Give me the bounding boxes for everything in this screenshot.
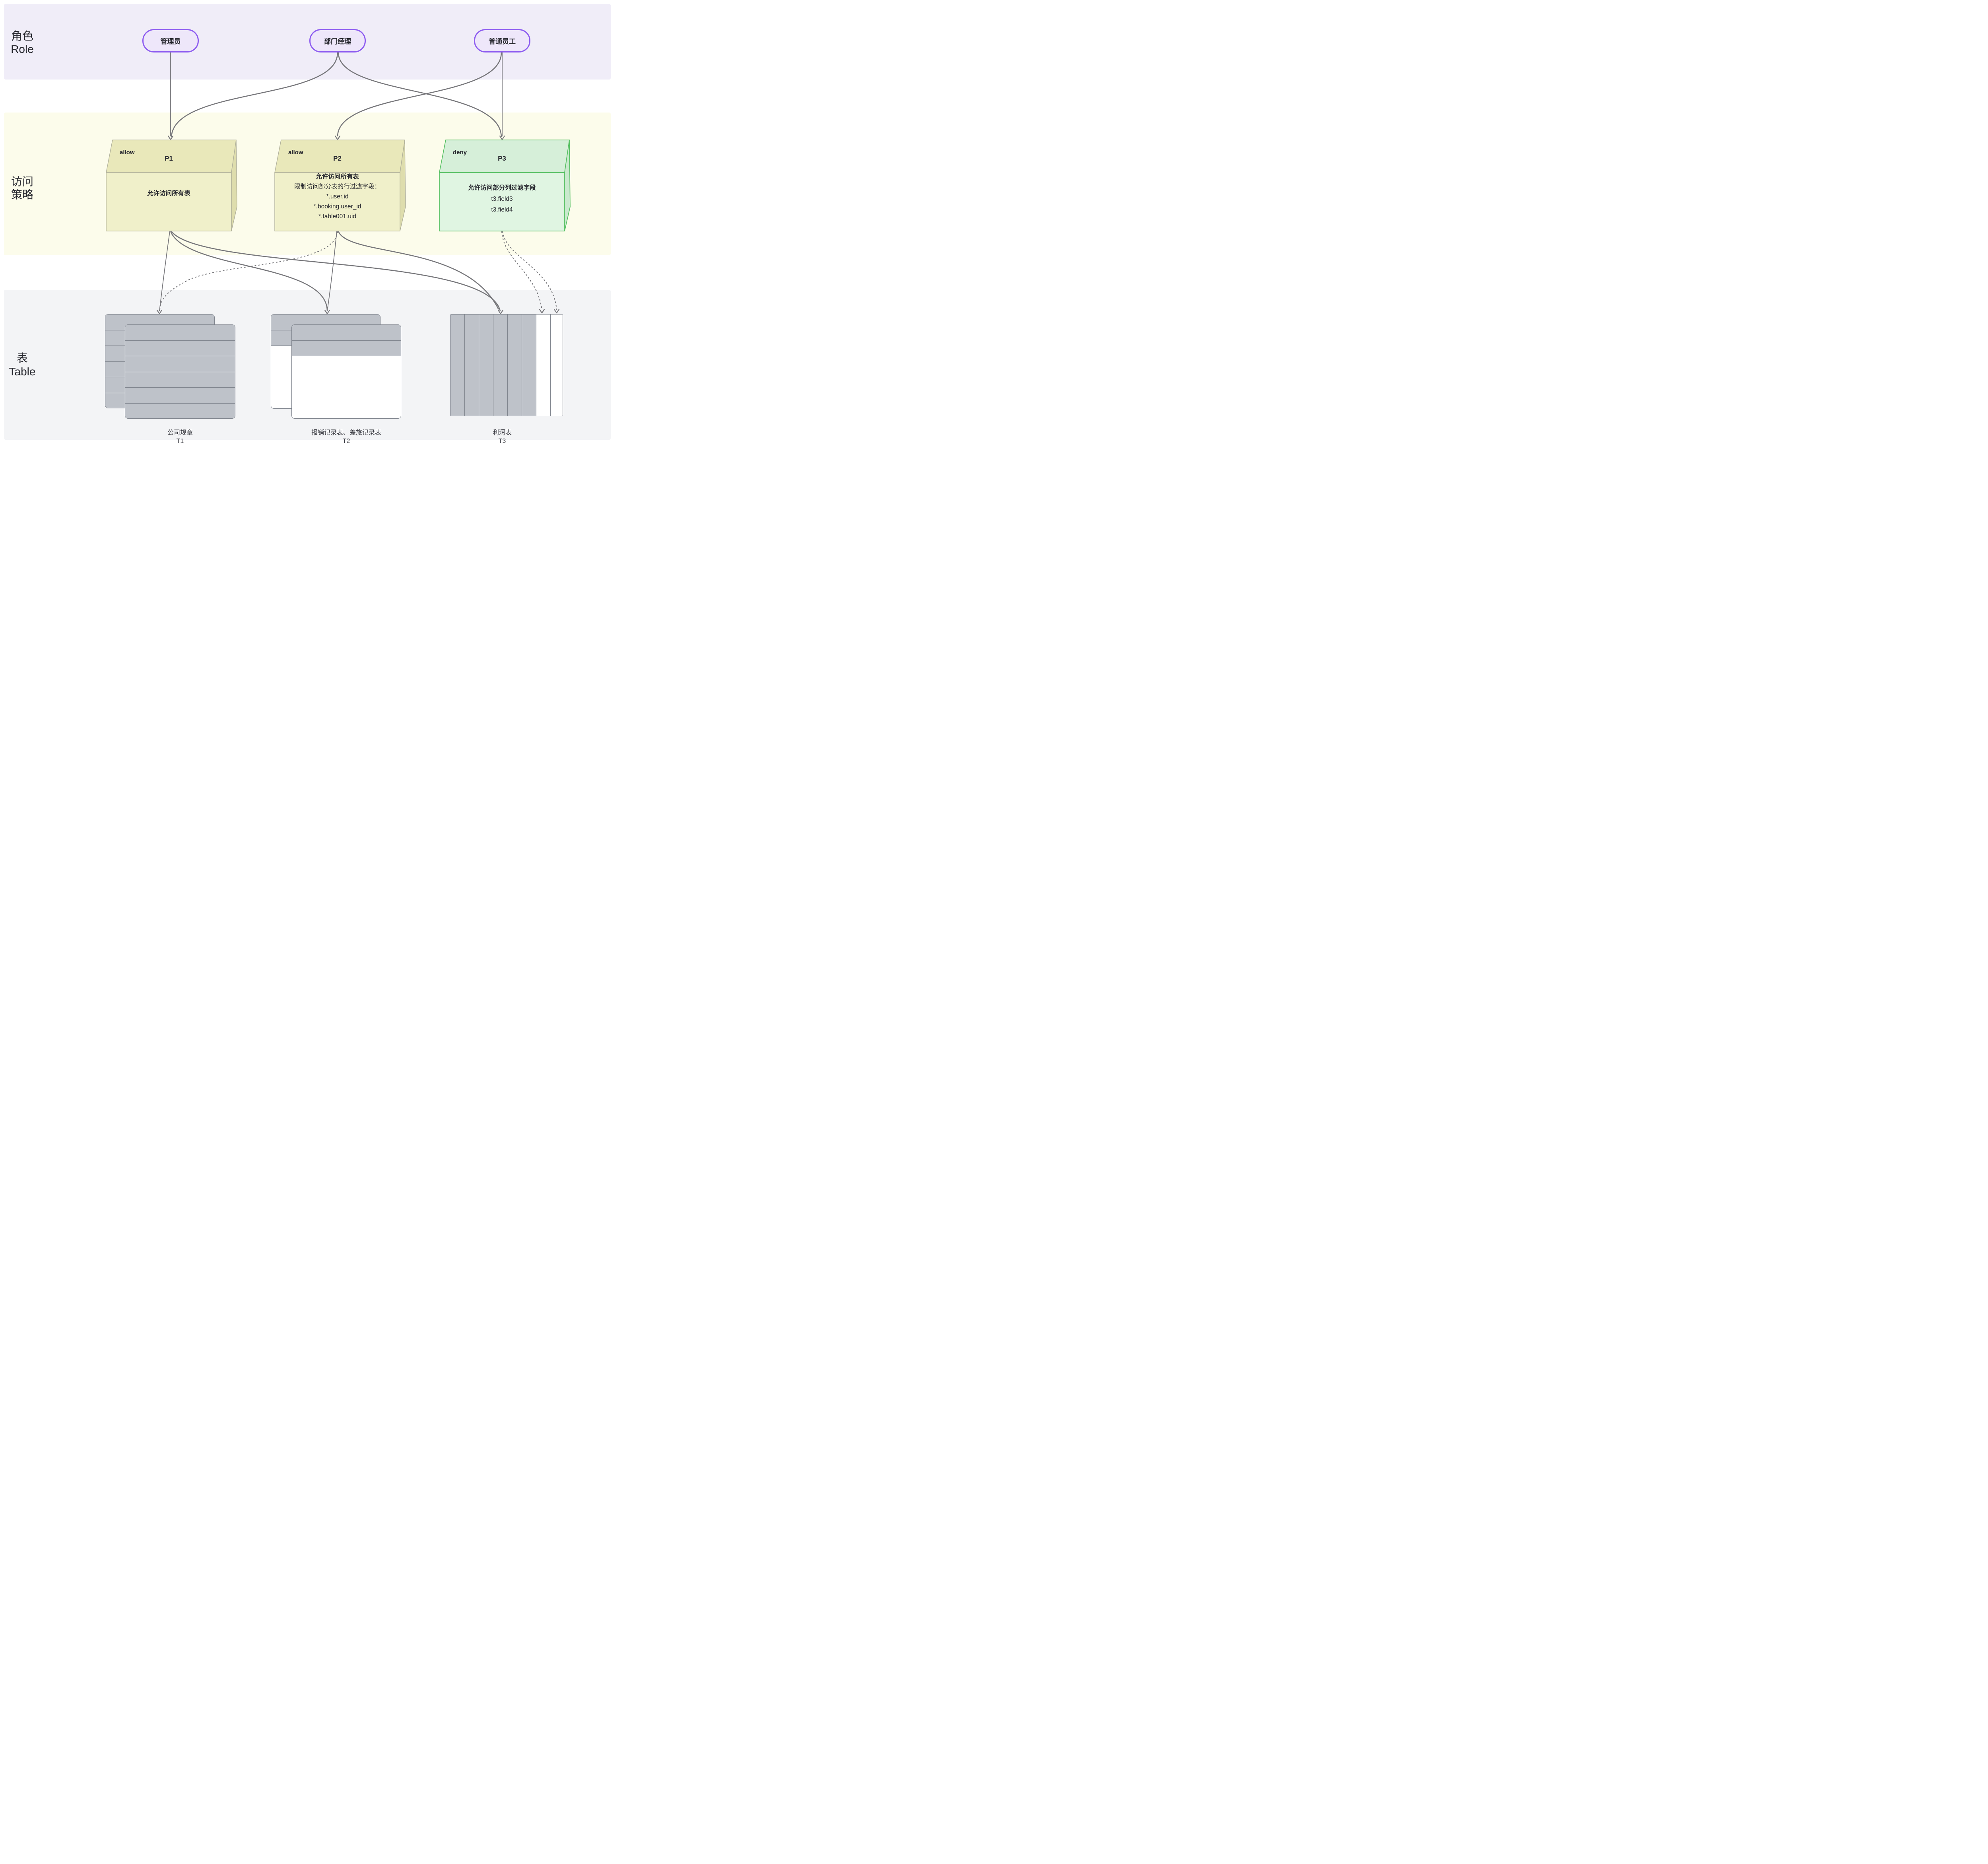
p3-front-face (439, 172, 565, 231)
table-column (465, 315, 479, 416)
lane-label-table-en: Table (9, 365, 36, 378)
edge-lines (159, 52, 557, 311)
table-row (292, 356, 401, 418)
p3-body-line1: 允许访问部分列过滤字段 (468, 184, 536, 192)
arrowhead-p3 (499, 135, 505, 140)
lane-label-table-zh: 表 (16, 352, 28, 364)
t3-caption-name: 利润表 (492, 429, 512, 436)
edge-p1-to-t1 (159, 231, 170, 311)
t3-caption-code: T3 (498, 438, 506, 443)
edge-p3-to-t3-col8-dotted (502, 231, 557, 311)
table-row (125, 325, 235, 341)
t2-caption-name: 报销记录表、差旅记录表 (311, 429, 381, 436)
p2-name: P2 (333, 155, 342, 162)
role-node-employee: 普通员工 (474, 29, 530, 52)
t2-caption: 报销记录表、差旅记录表 T2 (263, 429, 430, 443)
table-column-white (536, 315, 551, 416)
table-column (522, 315, 536, 416)
p1-front-face (106, 172, 232, 231)
edges-and-shapes-layer (106, 52, 571, 315)
lane-label-role-en: Role (11, 43, 34, 55)
p1-body-line1: 允许访问所有表 (147, 190, 190, 197)
p3-effect-tag: deny (453, 149, 467, 156)
table-column (479, 315, 493, 416)
t3-caption: 利润表 T3 (419, 429, 586, 443)
t2-front-card (291, 324, 401, 419)
role-label-dept-manager: 部门经理 (324, 38, 351, 45)
arrowheads (156, 135, 560, 315)
table-row (292, 325, 401, 341)
arrowhead-t3-dotted-1 (539, 309, 545, 314)
t1-caption-name: 公司规章 (167, 429, 193, 436)
table-column (450, 315, 465, 416)
t1-caption: 公司规章 T1 (97, 429, 264, 443)
table-row (125, 372, 235, 388)
policy-box-p1 (106, 140, 237, 231)
lane-label-policy-zh1: 访问 (11, 175, 33, 188)
table-row (125, 403, 235, 418)
table-column (493, 315, 508, 416)
t1-caption-code: T1 (176, 438, 184, 443)
t3-table (450, 314, 563, 416)
edge-p2-to-t1-dotted (159, 231, 338, 310)
arrowhead-t3-dotted-2 (553, 309, 560, 314)
lane-label-table: 表 Table (5, 351, 40, 379)
policy-box-p2 (274, 140, 406, 231)
role-label-employee: 普通员工 (489, 38, 516, 45)
p2-body: 允许访问所有表 限制访问部分表的行过滤字段： *.user.id *.booki… (272, 167, 403, 226)
edge-p2-to-t3 (338, 231, 499, 310)
p2-body-line3: *.user.id (326, 193, 349, 200)
table-row (125, 388, 235, 404)
policy-box-p3 (439, 140, 571, 231)
edge-deptmgr-to-p3 (338, 52, 502, 138)
arrowhead-t3-solid (497, 309, 504, 315)
lane-label-policy-zh2: 策略 (11, 188, 33, 201)
role-node-admin: 管理员 (142, 29, 199, 52)
arrowhead-t1 (156, 309, 163, 315)
lane-label-role: 角色 Role (5, 29, 40, 56)
p2-body-line5: *.table001.uid (318, 213, 356, 220)
table-row (292, 340, 401, 356)
t1-front-card (125, 324, 235, 419)
p3-body-line2: t3.field3 (491, 195, 513, 202)
edge-p3-to-t3-col7-dotted (501, 231, 542, 311)
arrowhead-t2 (324, 309, 330, 315)
t2-caption-code: T2 (342, 438, 350, 443)
p2-body-line2: 限制访问部分表的行过滤字段： (294, 183, 381, 190)
p1-effect-tag: allow (120, 149, 135, 156)
edge-p1-to-t2 (170, 231, 328, 311)
edge-employee-to-p2 (337, 52, 502, 137)
p2-front-face (274, 172, 400, 231)
edge-p2-to-t2 (327, 231, 337, 311)
lane-label-policy: 访问 策略 (5, 175, 40, 201)
table-column-white (551, 315, 563, 416)
arrowhead-p2 (334, 135, 341, 140)
role-label-admin: 管理员 (160, 38, 181, 45)
edge-p1-to-t3 (171, 231, 501, 311)
p2-effect-tag: allow (288, 149, 303, 156)
p2-body-line4: *.booking.user_id (313, 203, 361, 210)
p3-name: P3 (498, 155, 506, 162)
table-row (125, 340, 235, 356)
p2-body-line1: 允许访问所有表 (316, 173, 359, 180)
p1-body: 允许访问所有表 (109, 163, 228, 222)
p1-name: P1 (165, 155, 173, 162)
table-column (508, 315, 522, 416)
lane-label-role-zh: 角色 (11, 30, 33, 42)
table-row (125, 356, 235, 372)
edge-deptmgr-to-p1 (171, 52, 338, 138)
role-node-dept-manager: 部门经理 (309, 29, 366, 52)
arrowhead-p1 (167, 135, 174, 140)
p3-body-line3: t3.field4 (491, 206, 513, 214)
p3-body: 允许访问部分列过滤字段 t3.field3 t3.field4 (439, 170, 565, 228)
diagram-canvas: 角色 Role 访问 策略 表 Table (0, 0, 615, 443)
